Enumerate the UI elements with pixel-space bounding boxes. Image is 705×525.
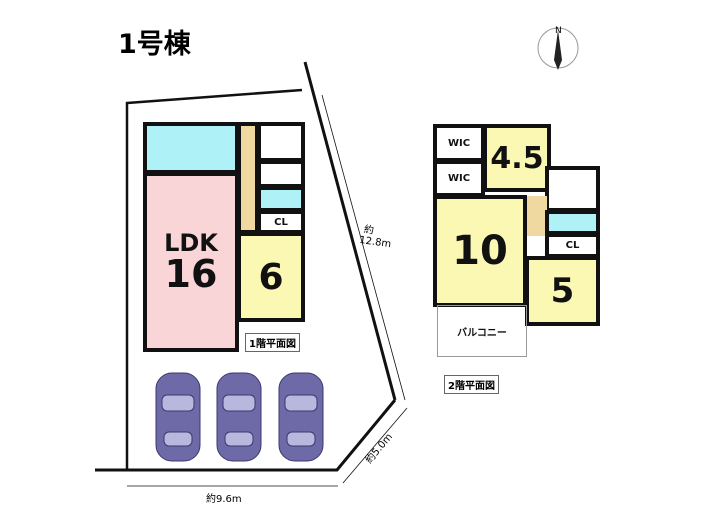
ldk-label: LDK: [164, 229, 218, 257]
dim-line-side: [321, 94, 406, 401]
room-6: 6: [237, 232, 305, 322]
hall-2f: [527, 196, 547, 236]
wic-2: WIC: [433, 160, 485, 197]
road-edge-corner: [95, 399, 397, 472]
closet-2f: CL: [545, 233, 600, 258]
dim-line-corner: [342, 407, 408, 484]
toilet-2f: [545, 210, 600, 235]
dim-side-label: 約12.8m: [358, 224, 392, 251]
floor1-label: 1階平面図: [245, 333, 300, 352]
entrance: [257, 122, 305, 162]
balcony: バルコニー: [437, 305, 527, 357]
ldk-size: 16: [164, 252, 218, 296]
room-5: 5: [525, 256, 600, 326]
closet-1f: CL: [257, 210, 305, 234]
car-icon: [155, 372, 201, 462]
ldk-room: LDK 16: [143, 172, 239, 352]
lot-boundary: [125, 88, 303, 470]
dim-front-label: 約9.6m: [206, 494, 242, 505]
bathroom: [143, 122, 239, 174]
road-edge-side: [303, 61, 397, 401]
stairs-storage: [257, 160, 305, 188]
toilet-1f: [257, 186, 305, 212]
building-title: 1号棟: [118, 29, 191, 60]
room-4-5: 4.5: [483, 124, 551, 192]
car-icons: [155, 372, 324, 462]
wic-1: WIC: [433, 124, 485, 162]
room-10: 10: [433, 195, 527, 307]
car-icon: [216, 372, 262, 462]
floor2-label: 2階平面図: [444, 375, 499, 394]
stairs-1f: [237, 122, 259, 234]
stairs-2f: [545, 166, 600, 212]
compass-icon: [537, 27, 579, 70]
compass-label: N: [555, 26, 562, 36]
car-icon: [278, 372, 324, 462]
